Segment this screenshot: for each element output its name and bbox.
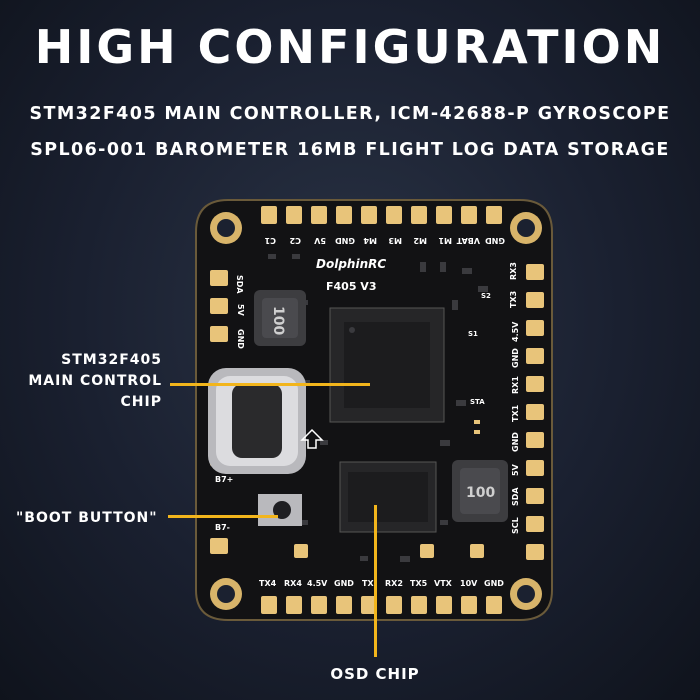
bottom-pad-label: TX5 (410, 579, 428, 588)
model-label: F405 V3 (326, 280, 376, 293)
bottom-pads (261, 544, 502, 614)
small-label: S2 (481, 292, 491, 300)
left-pad-label: 5V (236, 304, 245, 317)
right-pad-label: 5V (511, 463, 520, 476)
top-pad-label: GND (335, 236, 355, 245)
top-pad-label: VBAT (456, 236, 480, 245)
right-pad-labels: RX3 TX3 4.5V GND RX1 TX1 GND 5V SDA SCL (509, 262, 520, 534)
boot-button (258, 494, 302, 526)
callout-boot-button: "BOOT BUTTON" (16, 510, 158, 526)
callout-line-main-chip (170, 383, 370, 386)
bottom-pad-label: GND (484, 579, 504, 588)
callout-main-chip-line-1: STM32F405 (61, 352, 162, 368)
brand-label: DolphinRC (316, 257, 386, 271)
small-label: S1 (468, 330, 478, 338)
right-pad-label: RX3 (509, 262, 518, 280)
callout-line-osd-chip (374, 505, 377, 657)
callout-osd-chip: OSD CHIP (330, 665, 420, 683)
usb-c-connector (208, 368, 306, 474)
top-pad-labels: C1 C2 5V GND M4 M3 M2 M1 VBAT GND (264, 236, 505, 245)
right-pad-label: RX1 (511, 376, 520, 394)
status-leds (474, 420, 480, 434)
small-label: STA (470, 398, 485, 406)
top-pad-label: 5V (313, 236, 326, 245)
right-pad-label: TX1 (511, 404, 520, 422)
right-pad-label: TX3 (509, 291, 518, 308)
top-pad-label: M2 (413, 236, 427, 245)
inductor-mark: 100 (270, 306, 286, 335)
left-pad-label: B7+ (215, 475, 233, 484)
right-pads (526, 264, 544, 560)
top-pad-label: C2 (290, 236, 301, 245)
callout-line-boot-button (168, 515, 278, 518)
callout-main-chip-line-3: CHIP (120, 394, 162, 410)
bottom-pad-label: 4.5V (307, 579, 328, 588)
headline: HIGH CONFIGURATION (34, 20, 666, 74)
bottom-pad-labels: TX4 RX4 4.5V GND TX RX2 TX5 VTX 10V GND (259, 579, 504, 588)
mcu-chip (329, 307, 445, 423)
bottom-pad-label: 10V (460, 579, 478, 588)
inductor-top: 100 (254, 290, 306, 346)
callout-main-chip: STM32F405 MAIN CONTROL CHIP (10, 350, 162, 413)
top-pad-label: C1 (264, 236, 276, 245)
right-pad-label: SCL (511, 517, 520, 534)
inductor-bottom: 100 (452, 460, 508, 522)
bottom-pad-label: TX4 (259, 579, 277, 588)
callout-main-chip-line-2: MAIN CONTROL (28, 373, 162, 389)
left-pad-label: GND (236, 329, 245, 349)
mount-holes (210, 212, 542, 610)
bottom-pad-label: RX4 (284, 579, 302, 588)
top-pad-label: M1 (438, 236, 452, 245)
right-pad-label: SDA (511, 487, 520, 506)
left-pad-label: SDA (235, 275, 244, 294)
right-pad-label: GND (511, 432, 520, 452)
bottom-pad-label: RX2 (385, 579, 403, 588)
right-pad-label: GND (511, 348, 520, 368)
inductor-mark: 100 (466, 485, 495, 501)
top-pad-label: M4 (363, 236, 377, 245)
right-pad-label: 4.5V (511, 321, 520, 342)
top-pads (261, 206, 502, 224)
bottom-pad-label: VTX (434, 579, 453, 588)
bottom-pad-label: TX (362, 579, 374, 588)
bottom-pad-label: GND (334, 579, 354, 588)
top-pad-label: GND (485, 236, 505, 245)
top-pad-label: M3 (388, 236, 402, 245)
subline-2: SPL06-001 BAROMETER 16MB FLIGHT LOG DATA… (30, 140, 670, 160)
osd-chip (339, 461, 437, 533)
arrow-mark (300, 428, 324, 449)
left-pad-labels: SDA 5V GND B7+ B7- (215, 275, 245, 532)
subline-1: STM32F405 MAIN CONTROLLER, ICM-42688-P G… (29, 104, 671, 124)
left-pad-label: B7- (215, 523, 230, 532)
